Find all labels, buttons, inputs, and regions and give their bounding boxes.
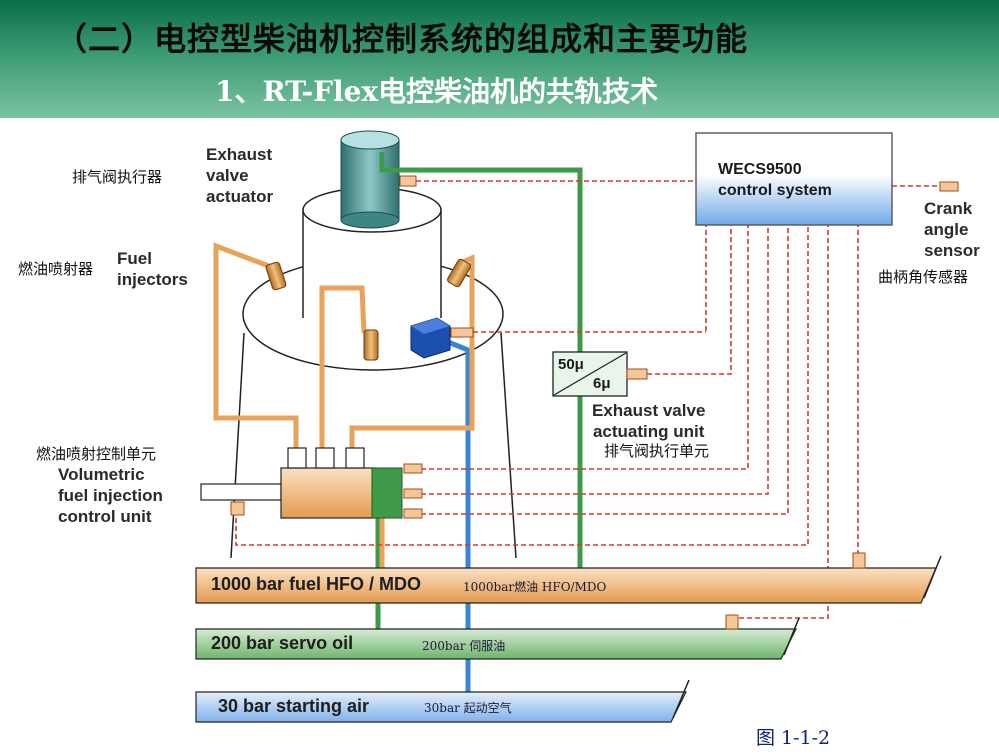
exhaust-valve-actuating-unit: [552, 351, 648, 397]
rail-air: [195, 679, 690, 723]
exhaust-valve-actuator-label: Exhaust valve actuator: [206, 145, 274, 206]
air-valve-block: [410, 317, 474, 359]
slide-title: （二）电控型柴油机控制系统的组成和主要功能: [55, 20, 749, 58]
injection-control-unit: [200, 447, 423, 519]
slide-subtitle: 1、RT-Flex电控柴油机的共轨技术: [215, 75, 659, 108]
crank-angle-sensor: [939, 181, 959, 192]
valve-unit-ratio-top: 50μ: [558, 356, 584, 373]
air-rail-label: 30 bar starting air: [218, 696, 370, 716]
fuel-injectors-label: Fuel injectors: [117, 249, 188, 289]
crank-angle-sensor-label-cn: 曲柄角传感器: [878, 268, 969, 286]
fuel-injector-right: [447, 258, 471, 288]
fuel-injector-left: [265, 261, 287, 291]
diagram-graphics: [195, 130, 959, 723]
fuel-rail-label-cn: 1000bar燃油 HFO/MDO: [463, 580, 607, 594]
exhaust-actuator-sensor: [399, 175, 417, 187]
common-rail-diagram: Exhaust valve actuator 排气阀执行器 燃油喷射器 Fuel…: [6, 118, 998, 755]
valve-unit-ratio-bottom: 6μ: [593, 375, 611, 392]
injection-unit-label: Volumetric fuel injection control unit: [58, 465, 163, 526]
fuel-injector-front: [363, 329, 379, 361]
exhaust-pipe: [340, 130, 400, 229]
exhaust-valve-actuator-label-cn: 排气阀执行器: [72, 168, 163, 186]
injection-unit-label-cn: 燃油喷射控制单元: [36, 445, 157, 463]
wecs-control-box: [695, 132, 893, 226]
figure-number: 图 1-1-2: [756, 727, 831, 749]
wecs-control-label: WECS9500 control system: [718, 161, 832, 199]
servo-rail-label-cn: 200bar 伺服油: [422, 639, 506, 653]
servo-rail-label: 200 bar servo oil: [211, 633, 354, 653]
fuel-injectors-label-cn: 燃油喷射器: [18, 260, 94, 278]
air-rail-label-cn: 30bar 起动空气: [424, 701, 512, 715]
signal-lines: [235, 180, 942, 622]
exhaust-valve-unit-label: Exhaust valve actuating unit: [592, 401, 706, 441]
slide-header: （二）电控型柴油机控制系统的组成和主要功能 1、RT-Flex电控柴油机的共轨技…: [0, 0, 999, 118]
fuel-rail-label: 1000 bar fuel HFO / MDO: [211, 574, 422, 594]
rail-fuel: [195, 552, 942, 604]
rail-servo: [195, 614, 800, 660]
crank-angle-sensor-label: Crank angle sensor: [924, 199, 980, 260]
fuel-lines: [213, 242, 475, 568]
exhaust-valve-unit-label-cn: 排气阀执行单元: [604, 442, 710, 460]
